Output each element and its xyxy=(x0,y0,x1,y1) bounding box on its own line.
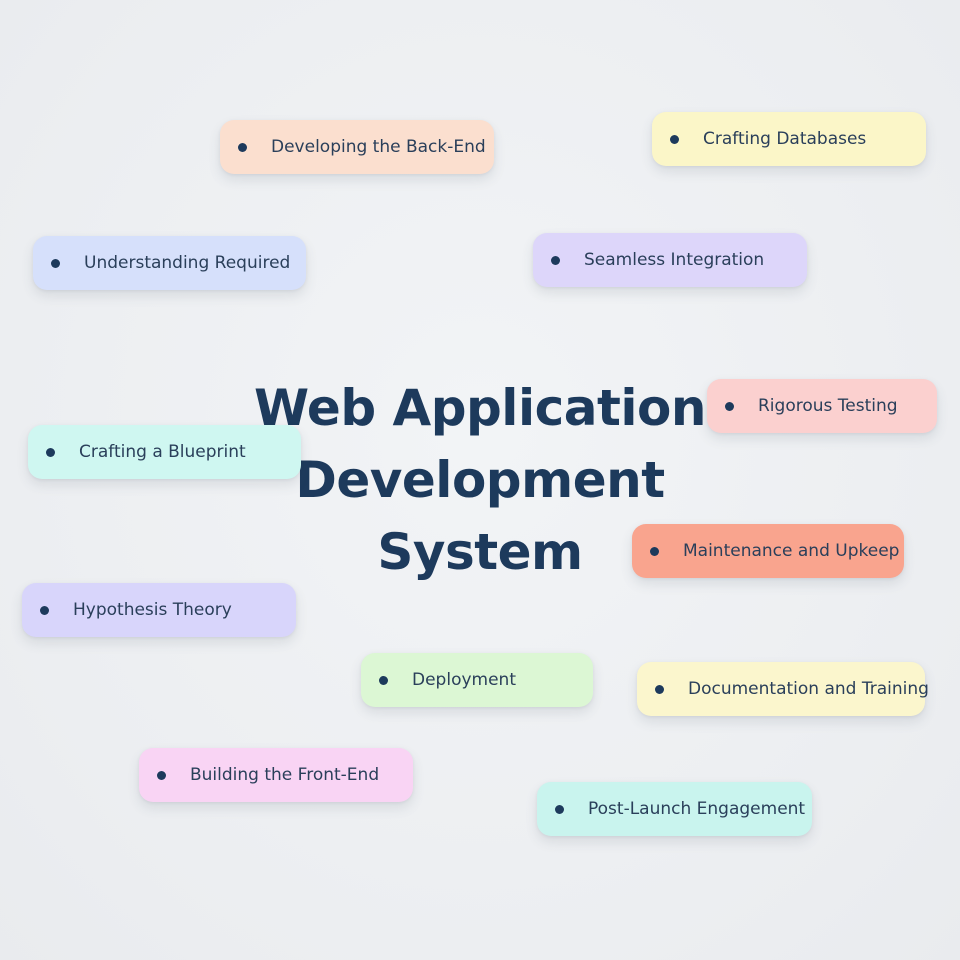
bullet-dot xyxy=(725,401,734,411)
node-label: Maintenance and Upkeep xyxy=(683,541,900,561)
node-label: Seamless Integration xyxy=(584,250,765,270)
node-post-launch-engagement: Post-Launch Engagement xyxy=(537,782,812,836)
bullet-dot xyxy=(650,546,659,556)
node-label: Hypothesis Theory xyxy=(73,600,232,620)
diagram-title: Web Application Development System xyxy=(200,372,760,588)
bullet-dot xyxy=(551,255,560,265)
bullet-dot xyxy=(555,804,564,814)
bullet-dot xyxy=(40,605,49,615)
bullet-dot xyxy=(157,770,166,780)
node-maintenance-upkeep: Maintenance and Upkeep xyxy=(632,524,904,578)
node-hypothesis-theory: Hypothesis Theory xyxy=(22,583,296,637)
title-line-3: System xyxy=(377,523,583,581)
node-label: Deployment xyxy=(412,670,516,690)
node-label: Documentation and Training xyxy=(688,679,929,699)
node-label: Crafting a Blueprint xyxy=(79,442,246,462)
node-label: Post-Launch Engagement xyxy=(588,799,806,819)
node-label: Developing the Back-End xyxy=(271,137,486,157)
bullet-dot xyxy=(670,134,679,144)
bullet-dot xyxy=(238,142,247,152)
bullet-dot xyxy=(379,675,388,685)
bullet-dot xyxy=(46,447,55,457)
node-seamless-integration: Seamless Integration xyxy=(533,233,807,287)
node-label: Crafting Databases xyxy=(703,129,867,149)
node-deployment: Deployment xyxy=(361,653,593,707)
node-building-front-end: Building the Front-End xyxy=(139,748,413,802)
node-crafting-databases: Crafting Databases xyxy=(652,112,926,166)
node-rigorous-testing: Rigorous Testing xyxy=(707,379,937,433)
title-line-1: Web Application xyxy=(254,379,706,437)
node-documentation-training: Documentation and Training xyxy=(637,662,929,716)
bullet-dot xyxy=(51,258,60,268)
node-crafting-blueprint: Crafting a Blueprint xyxy=(28,425,301,479)
node-understanding-required: Understanding Required xyxy=(33,236,306,290)
node-label: Building the Front-End xyxy=(190,765,380,785)
node-label: Rigorous Testing xyxy=(758,396,898,416)
node-label: Understanding Required xyxy=(84,253,291,273)
title-line-2: Development xyxy=(295,451,665,509)
node-developing-back-end: Developing the Back-End xyxy=(220,120,494,174)
bullet-dot xyxy=(655,684,664,694)
